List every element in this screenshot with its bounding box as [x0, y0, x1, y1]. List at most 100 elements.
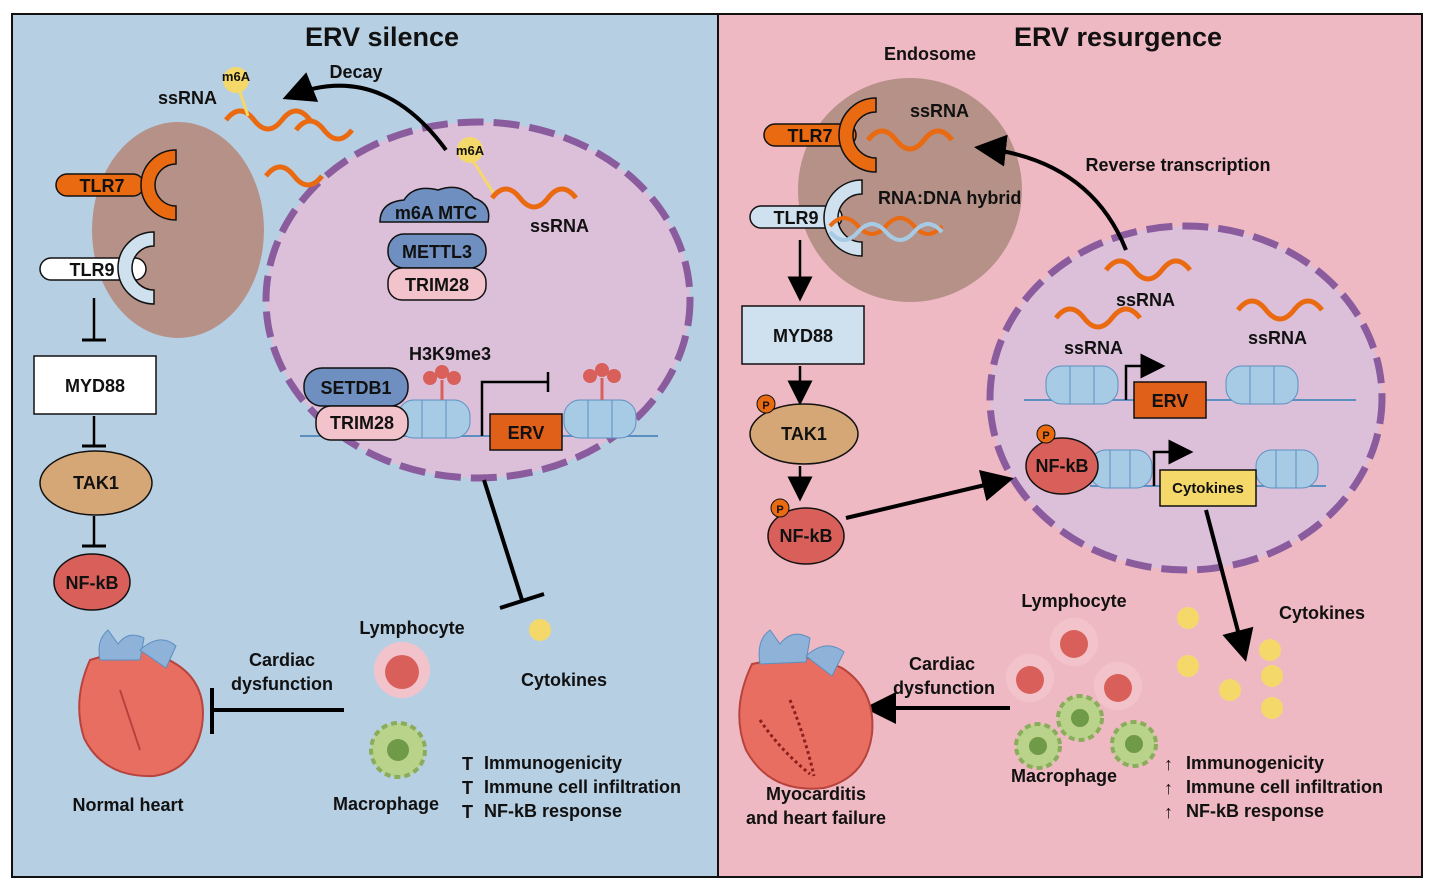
myd88-box: [33, 355, 157, 415]
nuclear-nfkb-node: [1025, 437, 1099, 495]
phospho-icon: [756, 394, 776, 414]
increase-icon: ↑: [1164, 802, 1173, 822]
increase-icon: ↑: [1164, 754, 1173, 774]
m6a-mark: [457, 137, 483, 163]
m6a-mtc-shape: [379, 186, 490, 223]
effect-immunogenicity: Immunogenicity: [1186, 753, 1324, 773]
cytokine-particles: [1177, 607, 1283, 719]
nfkb-translocation-arrow: [845, 469, 1014, 520]
effect-infiltration: Immune cell infiltration: [484, 777, 681, 797]
heart-failure-label-1: Myocarditis: [766, 784, 866, 804]
transcription-start-arrow: [1152, 439, 1194, 486]
tlr9-label: TLR9: [774, 208, 819, 228]
myd88-box: [741, 305, 865, 365]
normal-heart-icon: [78, 629, 204, 778]
rna-strand: [1104, 258, 1192, 282]
cytokines-gene-box: [1159, 469, 1257, 507]
ssrna-label: ssRNA: [1248, 328, 1307, 348]
panel-erv-resurgence: ERV resurgence Endosome TLR7 ssRNA TLR9 …: [717, 13, 1423, 878]
increase-icon: ↑: [1164, 778, 1173, 798]
tak1-label: TAK1: [73, 473, 119, 493]
rna-strand: [224, 108, 312, 132]
macrophage-label: Macrophage: [1011, 766, 1117, 786]
reverse-transcription-arrow: [974, 134, 1128, 251]
hybrid-label: RNA:DNA hybrid: [878, 188, 1021, 208]
erv-label: ERV: [1152, 391, 1189, 411]
rna-strand: [264, 164, 324, 188]
m6a-label: m6A: [222, 69, 251, 84]
right-effects-list: ↑ Immunogenicity ↑ Immune cell infiltrat…: [1164, 753, 1383, 822]
heart-failure-label-2: and heart failure: [746, 808, 886, 828]
h3k9me3-label: H3K9me3: [409, 344, 491, 364]
trim28-label: TRIM28: [405, 275, 469, 295]
left-title: ERV silence: [305, 22, 459, 52]
ssrna-label: ssRNA: [1116, 290, 1175, 310]
histone-methyl-marks: [583, 363, 621, 400]
decay-label: Decay: [329, 62, 382, 82]
nfkb-node: [767, 507, 845, 565]
tlr9-label: TLR9: [70, 260, 115, 280]
effect-immunogenicity: Immunogenicity: [484, 753, 622, 773]
phospho-icon: [770, 498, 790, 518]
tlr7-label: TLR7: [788, 126, 833, 146]
cardiac-label-2: dysfunction: [231, 674, 333, 694]
left-ssrna-decayed: m6A ssRNA: [158, 67, 354, 188]
rna-strand: [1236, 298, 1324, 322]
tak1-label: TAK1: [781, 424, 827, 444]
phospho-icon: [1036, 424, 1056, 444]
phospho-label: P: [776, 504, 783, 516]
myd88-label: MYD88: [65, 376, 125, 396]
right-title: ERV resurgence: [1014, 22, 1222, 52]
decrease-icon: T: [462, 802, 473, 822]
lymphocyte-label: Lymphocyte: [1021, 591, 1126, 611]
trim28-shape: [387, 267, 487, 301]
rna-strand: [1054, 306, 1142, 330]
cardiac-label-2: dysfunction: [893, 678, 995, 698]
cytokine-secretion-arrow: [1204, 509, 1254, 662]
effect-nfkb-response: NF-kB response: [1186, 801, 1324, 821]
trim28-label: TRIM28: [330, 413, 394, 433]
inhibit-bar: [499, 592, 545, 610]
nucleosome: [1225, 365, 1299, 405]
decay-arrow: [282, 72, 448, 152]
m6a-mark: [223, 67, 249, 93]
cytokines-label: Cytokines: [521, 670, 607, 690]
effect-infiltration: Immune cell infiltration: [1186, 777, 1383, 797]
nfkb-label: NF-kB: [66, 573, 119, 593]
decrease-icon: T: [462, 778, 473, 798]
tlr7-label: TLR7: [80, 176, 125, 196]
rna-strand: [490, 186, 578, 210]
nucleosome: [1045, 365, 1119, 405]
repression-mark: [480, 372, 550, 436]
ssrna-label: ssRNA: [910, 101, 969, 121]
left-tlr9: TLR9: [39, 231, 155, 305]
lymphocyte-cells: [1006, 618, 1142, 710]
ssrna-label: ssRNA: [158, 88, 217, 108]
macrophage-nucleus: [387, 739, 409, 761]
lymphocyte-nucleus: [385, 655, 419, 689]
left-effects-list: T Immunogenicity T Immune cell infiltrat…: [462, 753, 681, 822]
ssrna-label: ssRNA: [1064, 338, 1123, 358]
myd88-label: MYD88: [773, 326, 833, 346]
cytokines-gene-label: Cytokines: [1172, 480, 1244, 497]
m6a-label: m6A: [456, 143, 485, 158]
effect-nfkb-response: NF-kB response: [484, 801, 622, 821]
diseased-heart-icon: [738, 629, 874, 790]
tak1-node: [39, 450, 153, 516]
macrophage-label: Macrophage: [333, 794, 439, 814]
cardiac-label-1: Cardiac: [249, 650, 315, 670]
nucleosome: [563, 399, 637, 439]
rna-strand: [866, 128, 954, 152]
m6a-mtc-label: m6A MTC: [395, 203, 477, 223]
normal-heart-label: Normal heart: [72, 795, 183, 815]
right-tlr7: TLR7: [763, 97, 877, 173]
left-endosome: [92, 122, 264, 338]
m6a-mtc-complex: m6A MTC METTL3 TRIM28: [379, 186, 490, 301]
cardiac-label-1: Cardiac: [909, 654, 975, 674]
setdb1-label: SETDB1: [320, 378, 391, 398]
reverse-transcription-label: Reverse transcription: [1085, 155, 1270, 175]
inhibit-line: [482, 479, 524, 601]
phospho-label: P: [762, 400, 769, 412]
cytokines-label: Cytokines: [1279, 603, 1365, 623]
